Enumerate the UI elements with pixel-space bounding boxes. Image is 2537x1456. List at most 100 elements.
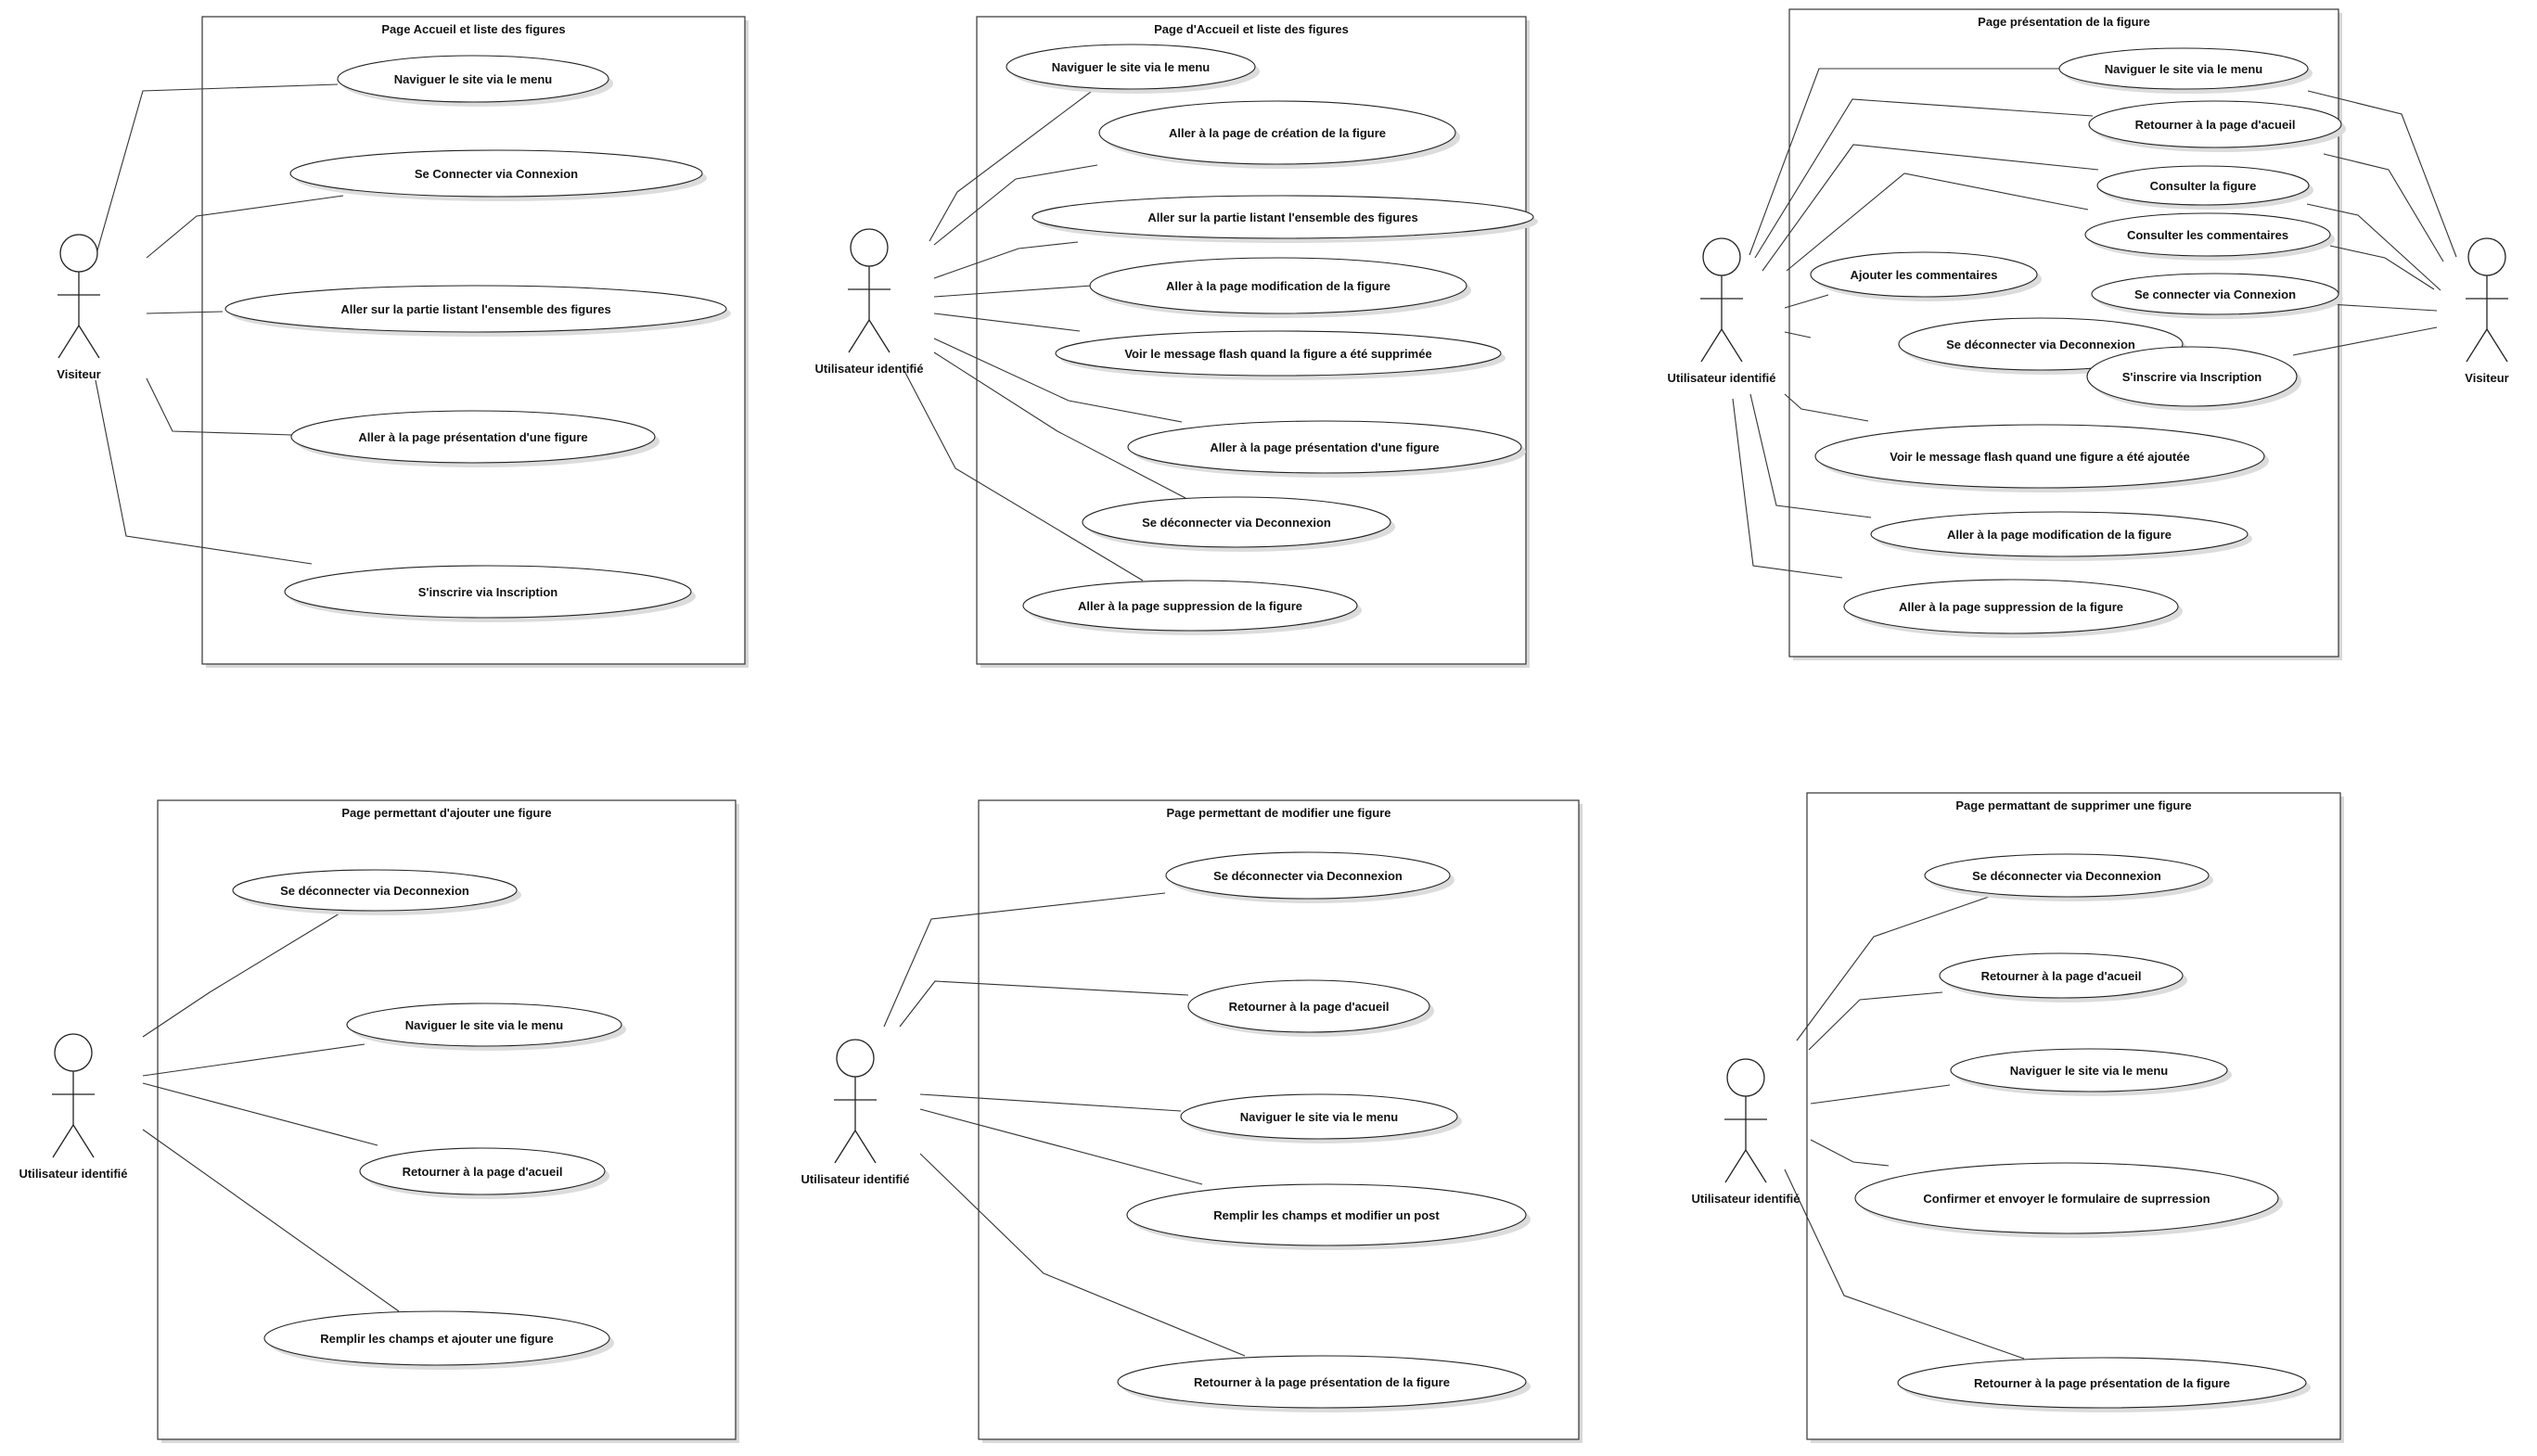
use-case-ellipse[interactable] — [1031, 195, 1534, 239]
use-case-naviguer-le-site-via-le-menu[interactable]: Naviguer le site via le menu — [1006, 44, 1260, 94]
use-case-ellipse[interactable] — [1187, 979, 1430, 1033]
use-case-ellipse[interactable] — [1843, 579, 2179, 634]
use-case-diagram-6: Page permattant de supprimer une figureS… — [1691, 792, 2344, 1443]
use-case-ellipse[interactable] — [263, 1310, 610, 1366]
use-case-label: Se déconnecter via Deconnexion — [280, 884, 469, 898]
use-case-s-inscrire-via-inscription[interactable]: S'inscrire via Inscription — [2086, 346, 2301, 411]
use-case-ellipse[interactable] — [1022, 580, 1358, 632]
use-case-ellipse[interactable] — [2086, 346, 2298, 407]
use-case-ellipse[interactable] — [1126, 1183, 1527, 1246]
use-case-aller-a-la-page-de-creation-de-la-figure[interactable]: Aller à la page de création de la figure — [1098, 100, 1460, 169]
use-case-ellipse[interactable] — [1165, 851, 1451, 900]
actor-left-leg — [1700, 328, 1723, 363]
use-case-consulter-la-figure[interactable]: Consulter la figure — [2096, 165, 2313, 210]
use-case-ellipse[interactable] — [1127, 420, 1522, 474]
use-case-ellipse[interactable] — [1082, 496, 1391, 548]
use-case-se-deconnecter-via-deconnexion[interactable]: Se déconnecter via Deconnexion — [1082, 496, 1395, 552]
use-case-ellipse[interactable] — [1814, 424, 2265, 489]
association-line-visiteur-to-s-inscrire-via-inscription — [2292, 326, 2438, 356]
use-case-voir-le-message-flash-quand-la-figure-a-ete-supprimee[interactable]: Voir le message flash quand la figure a … — [1055, 330, 1506, 380]
use-case-ellipse[interactable] — [1180, 1093, 1458, 1140]
use-case-naviguer-le-site-via-le-menu[interactable]: Naviguer le site via le menu — [1180, 1093, 1462, 1143]
actor-utilisateur-identifie: Utilisateur identifié — [801, 1039, 910, 1186]
use-case-aller-a-la-page-presentation-d-une-figure[interactable]: Aller à la page présentation d'une figur… — [290, 410, 660, 467]
use-case-se-deconnecter-via-deconnexion[interactable]: Se déconnecter via Deconnexion — [232, 869, 521, 915]
use-case-label: Aller sur la partie listant l'ensemble d… — [340, 302, 610, 316]
use-case-naviguer-le-site-via-le-menu[interactable]: Naviguer le site via le menu — [2058, 47, 2313, 94]
use-case-confirmer-et-envoyer-le-formulaire-de-suprression[interactable]: Confirmer et envoyer le formulaire de su… — [1854, 1162, 2283, 1238]
use-case-ellipse[interactable] — [346, 1003, 622, 1047]
use-case-ellipse[interactable] — [359, 1147, 606, 1195]
actor-head — [54, 1033, 93, 1072]
use-case-aller-a-la-page-modification-de-la-figure[interactable]: Aller à la page modification de la figur… — [1870, 511, 2252, 561]
actor-head — [1726, 1058, 1765, 1097]
use-case-remplir-les-champs-et-modifier-un-post[interactable]: Remplir les champs et modifier un post — [1126, 1183, 1531, 1250]
use-case-ellipse[interactable] — [2058, 47, 2309, 90]
use-case-aller-sur-la-partie-listant-l-ensemble-des-figures[interactable]: Aller sur la partie listant l'ensemble d… — [1031, 195, 1538, 243]
actor-right-leg — [78, 325, 100, 359]
association-line-utilisateur-identifie-to-aller-a-la-page-modification-de-la-figure — [1749, 393, 1872, 518]
use-case-ellipse[interactable] — [1055, 330, 1502, 377]
use-case-retourner-a-la-page-d-acueil[interactable]: Retourner à la page d'acueil — [1939, 952, 2187, 1003]
use-case-aller-a-la-page-presentation-d-une-figure[interactable]: Aller à la page présentation d'une figur… — [1127, 420, 1526, 478]
use-case-naviguer-le-site-via-le-menu[interactable]: Naviguer le site via le menu — [1950, 1048, 2232, 1096]
actor-label: Utilisateur identifié — [1691, 1192, 1800, 1206]
association-line-visiteur-to-naviguer-le-site-via-le-menu — [2307, 90, 2457, 258]
use-case-ellipse[interactable] — [1924, 853, 2210, 898]
use-case-ellipse[interactable] — [224, 285, 727, 333]
actor-head — [1702, 237, 1741, 276]
use-case-voir-le-message-flash-quand-une-figure-a-ete-ajoutee[interactable]: Voir le message flash quand une figure a… — [1814, 424, 2269, 492]
use-case-se-connecter-via-connexion[interactable]: Se connecter via Connexion — [2091, 273, 2343, 319]
use-case-ellipse[interactable] — [1854, 1162, 2279, 1234]
use-case-naviguer-le-site-via-le-menu[interactable]: Naviguer le site via le menu — [337, 55, 613, 107]
actor-right-leg — [854, 1130, 877, 1164]
use-case-consulter-les-commentaires[interactable]: Consulter les commentaires — [2084, 212, 2335, 261]
use-case-ellipse[interactable] — [2084, 212, 2331, 257]
use-case-ellipse[interactable] — [1098, 100, 1456, 165]
use-case-ellipse[interactable] — [1870, 511, 2249, 557]
use-case-ellipse[interactable] — [1089, 257, 1467, 314]
use-case-ellipse[interactable] — [1006, 44, 1256, 90]
use-case-diagram-2: Page d'Accueil et liste des figuresNavig… — [814, 16, 1538, 668]
use-case-ellipse[interactable] — [289, 149, 703, 198]
use-case-remplir-les-champs-et-ajouter-une-figure[interactable]: Remplir les champs et ajouter une figure — [263, 1310, 614, 1370]
use-case-ellipse[interactable] — [290, 410, 656, 464]
use-case-retourner-a-la-page-d-acueil[interactable]: Retourner à la page d'acueil — [359, 1147, 609, 1199]
use-case-se-connecter-via-connexion[interactable]: Se Connecter via Connexion — [289, 149, 707, 201]
use-case-ellipse[interactable] — [232, 869, 518, 912]
use-case-se-deconnecter-via-deconnexion[interactable]: Se déconnecter via Deconnexion — [1165, 851, 1454, 903]
use-case-se-deconnecter-via-deconnexion[interactable]: Se déconnecter via Deconnexion — [1924, 853, 2213, 901]
association-line-utilisateur-identifie-to-naviguer-le-site-via-le-menu — [142, 1043, 365, 1077]
use-case-naviguer-le-site-via-le-menu[interactable]: Naviguer le site via le menu — [346, 1003, 626, 1051]
use-case-ellipse[interactable] — [284, 565, 692, 619]
use-case-aller-sur-la-partie-listant-l-ensemble-des-figures[interactable]: Aller sur la partie listant l'ensemble d… — [224, 285, 731, 337]
use-case-aller-a-la-page-modification-de-la-figure[interactable]: Aller à la page modification de la figur… — [1089, 257, 1471, 318]
use-case-ajouter-les-commentaires[interactable]: Ajouter les commentaires — [1810, 251, 2042, 301]
use-case-ellipse[interactable] — [337, 55, 609, 103]
use-case-ellipse[interactable] — [1117, 1355, 1527, 1409]
use-case-retourner-a-la-page-d-acueil[interactable]: Retourner à la page d'acueil — [1187, 979, 1434, 1037]
use-case-ellipse[interactable] — [1950, 1048, 2228, 1092]
use-case-aller-a-la-page-suppression-de-la-figure[interactable]: Aller à la page suppression de la figure — [1843, 579, 2183, 638]
association-line-utilisateur-identifie-to-ajouter-les-commentaires — [1784, 294, 1829, 309]
use-case-label: Retourner à la page d'acueil — [2135, 118, 2296, 132]
actor-utilisateur-identifie: Utilisateur identifié — [1691, 1058, 1800, 1206]
association-line-visiteur-to-aller-sur-la-partie-listant-l-ensemble-des-figures — [146, 311, 224, 314]
use-case-ellipse[interactable] — [2096, 165, 2310, 206]
use-case-retourner-a-la-page-d-acueil[interactable]: Retourner à la page d'acueil — [2088, 100, 2346, 152]
actor-utilisateur-identifie: Utilisateur identifié — [19, 1033, 128, 1181]
use-case-ellipse[interactable] — [2088, 100, 2342, 148]
association-line-visiteur-to-s-inscrire-via-inscription — [95, 379, 313, 565]
use-case-label: Aller à la page présentation d'une figur… — [1210, 441, 1439, 454]
use-case-ellipse[interactable] — [1897, 1357, 2307, 1409]
use-case-aller-a-la-page-suppression-de-la-figure[interactable]: Aller à la page suppression de la figure — [1022, 580, 1362, 635]
use-case-retourner-a-la-page-presentation-de-la-figure[interactable]: Retourner à la page présentation de la f… — [1117, 1355, 1531, 1412]
use-case-s-inscrire-via-inscription[interactable]: S'inscrire via Inscription — [284, 565, 696, 622]
use-case-ellipse[interactable] — [1939, 952, 2184, 999]
use-case-label: Naviguer le site via le menu — [2105, 62, 2263, 76]
use-case-ellipse[interactable] — [2091, 273, 2339, 315]
association-line-visiteur-to-se-connecter-via-connexion — [146, 195, 344, 259]
use-case-label: Retourner à la page présentation de la f… — [1194, 1375, 1450, 1389]
use-case-ellipse[interactable] — [1810, 251, 2038, 298]
use-case-retourner-a-la-page-presentation-de-la-figure[interactable]: Retourner à la page présentation de la f… — [1897, 1357, 2311, 1412]
